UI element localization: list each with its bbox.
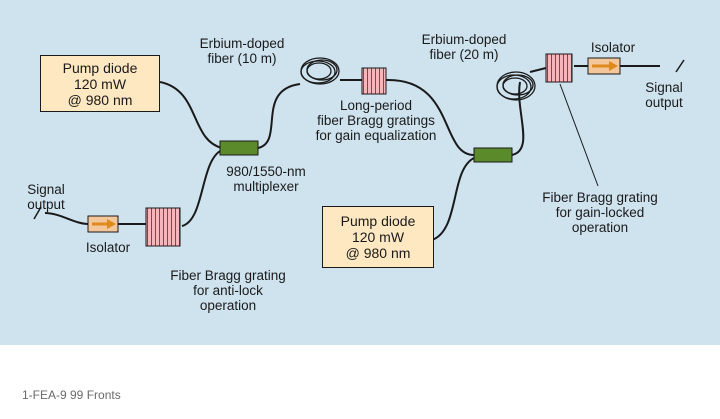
amplifier-diagram: Pump diode 120 mW @ 980 nm Pump diode 12… [0, 0, 720, 345]
pump-diode-left-line2: 120 mW [73, 75, 127, 92]
fiber-coil-to-gainlock [529, 67, 547, 73]
fbg-gain-locked-label: Fiber Bragg grating for gain-locked oper… [520, 190, 680, 235]
diagram-graphics [33, 53, 685, 247]
pump-diode-bottom-line3: @ 980 nm [345, 245, 411, 261]
long-period-grating [361, 67, 387, 95]
long-period-label: Long-period fiber Bragg gratings for gai… [296, 98, 456, 143]
signal-output-left-line2: output [27, 197, 65, 212]
multiplexer-label-line2: multiplexer [233, 179, 299, 194]
long-period-label-line2: fiber Bragg gratings [317, 113, 435, 128]
fiber-mux-to-edf-right [511, 81, 525, 156]
pump-diode-bottom: Pump diode 120 mW @ 980 nm [322, 206, 434, 268]
fbg-anti-lock [145, 207, 181, 247]
fbg-anti-lock-line2: for anti-lock [193, 283, 263, 298]
gainlock-leader-line [559, 83, 599, 187]
isolator-right-symbol [587, 57, 621, 75]
pump-diode-bottom-line1: Pump diode [340, 213, 416, 229]
fiber-paths [44, 65, 660, 241]
fiber-bottom-pump-to-mux [431, 157, 475, 241]
multiplexer-right [473, 147, 513, 163]
fbg-anti-lock-label: Fiber Bragg grating for anti-lock operat… [148, 268, 308, 313]
multiplexer-label-line1: 980/1550-nm [226, 164, 306, 179]
isolator-left-symbol [87, 215, 119, 233]
edf-coil-right [496, 71, 536, 101]
edf-right-label-line2: fiber (20 m) [429, 47, 499, 62]
signal-output-left-line1: Signal [27, 182, 65, 197]
fbg-anti-lock-line1: Fiber Bragg grating [170, 268, 286, 283]
fbg-gain-locked-line2: for gain-locked [555, 205, 645, 220]
fiber-signal-input [44, 212, 89, 225]
edf-right-label-line1: Erbium-doped [421, 32, 507, 47]
pump-diode-bottom-line2: 120 mW [351, 229, 405, 245]
signal-output-right-line2: output [645, 95, 683, 110]
edf-coil-left [300, 57, 340, 85]
multiplexer-left [219, 140, 259, 156]
figure-caption: 1-FEA-9 99 Fronts [22, 388, 121, 402]
edf-left-label: Erbium-doped fiber (10 m) [182, 36, 302, 66]
pump-diode-left-line3: @ 980 nm [67, 91, 133, 108]
long-period-label-line3: for gain equalization [315, 128, 437, 143]
isolator-right-label-text: Isolator [590, 40, 636, 55]
edf-left-label-line1: Erbium-doped [199, 36, 285, 51]
signal-output-right-line1: Signal [645, 80, 683, 95]
signal-output-left-label: Signal output [14, 182, 78, 212]
isolator-right-label: Isolator [578, 40, 648, 55]
fbg-anti-lock-line3: operation [199, 298, 257, 313]
fbg-gain-locked-line3: operation [571, 220, 629, 235]
signal-output-right-label: Signal output [632, 80, 696, 110]
edf-left-label-line2: fiber (10 m) [207, 51, 277, 66]
long-period-label-line1: Long-period [339, 98, 413, 113]
fiber-anti-lock-to-mux [181, 149, 223, 227]
pump-diode-left-line1: Pump diode [62, 59, 138, 76]
fiber-lpg-to-mux [385, 78, 475, 156]
signal-end-slash-left [33, 206, 42, 220]
multiplexer-label: 980/1550-nm multiplexer [208, 164, 324, 194]
isolator-left-label-text: Isolator [85, 240, 131, 255]
fbg-gain-locked-line1: Fiber Bragg grating [542, 190, 658, 205]
isolator-left-label: Isolator [72, 240, 144, 255]
fiber-left-pump-to-mux [159, 81, 223, 149]
fbg-gain-locked [545, 53, 573, 83]
edf-right-label: Erbium-doped fiber (20 m) [404, 32, 524, 62]
signal-end-slash-right [675, 59, 685, 73]
fiber-mux-to-edf [257, 83, 301, 149]
pump-diode-left: Pump diode 120 mW @ 980 nm [40, 55, 160, 112]
